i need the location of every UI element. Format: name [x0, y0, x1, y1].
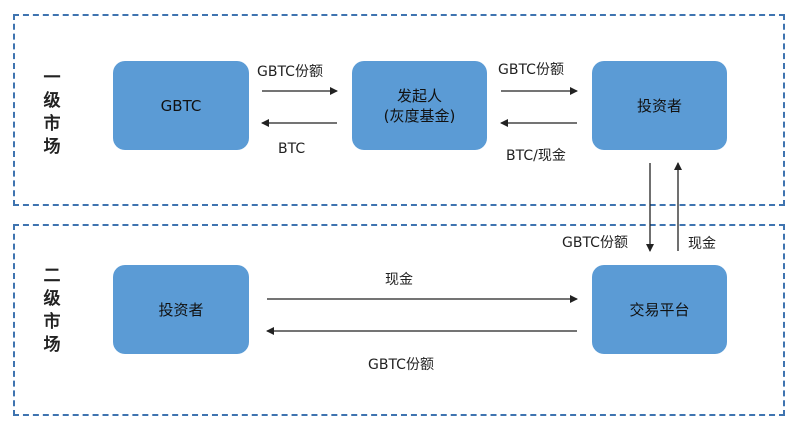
node-investor-secondary: 投资者 — [113, 265, 249, 354]
node-grayscale-line1: 发起人 — [396, 86, 442, 105]
secondary-market-region — [13, 224, 785, 416]
edge-label-gbtc-shares-2: GBTC份额 — [498, 62, 564, 78]
node-gbtc-label: GBTC — [160, 96, 202, 115]
secondary-market-char: 二 — [43, 266, 61, 286]
node-investor-primary-label: 投资者 — [636, 96, 682, 115]
node-investor-secondary-label: 投资者 — [158, 300, 204, 319]
secondary-market-char: 级 — [43, 289, 61, 309]
edge-label-btc-cash: BTC/现金 — [506, 148, 566, 164]
edge-label-btc: BTC — [278, 141, 306, 157]
edge-label-gbtc-shares-1: GBTC份额 — [257, 64, 323, 80]
secondary-market-char: 市 — [43, 312, 61, 332]
node-exchange-label: 交易平台 — [629, 300, 690, 319]
secondary-market-char: 场 — [43, 335, 61, 355]
primary-market-char: 市 — [43, 114, 61, 134]
node-grayscale-sponsor: 发起人 (灰度基金) — [352, 61, 487, 150]
node-investor-primary: 投资者 — [592, 61, 727, 150]
secondary-market-label: 二 级 市 场 — [40, 265, 64, 357]
node-exchange: 交易平台 — [592, 265, 727, 354]
edge-label-gbtc-shares-3: GBTC份额 — [562, 235, 628, 251]
primary-market-label: 一 级 市 场 — [40, 67, 64, 159]
primary-market-region — [13, 14, 785, 206]
node-gbtc: GBTC — [113, 61, 249, 150]
edge-label-cash: 现金 — [385, 272, 413, 288]
primary-market-char: 级 — [43, 91, 61, 111]
node-grayscale-line2: (灰度基金) — [383, 106, 456, 125]
edge-label-gbtc-shares-4: GBTC份额 — [368, 357, 434, 373]
primary-market-char: 一 — [43, 68, 61, 88]
primary-market-char: 场 — [43, 137, 61, 157]
edge-label-cash-up: 现金 — [688, 236, 716, 252]
